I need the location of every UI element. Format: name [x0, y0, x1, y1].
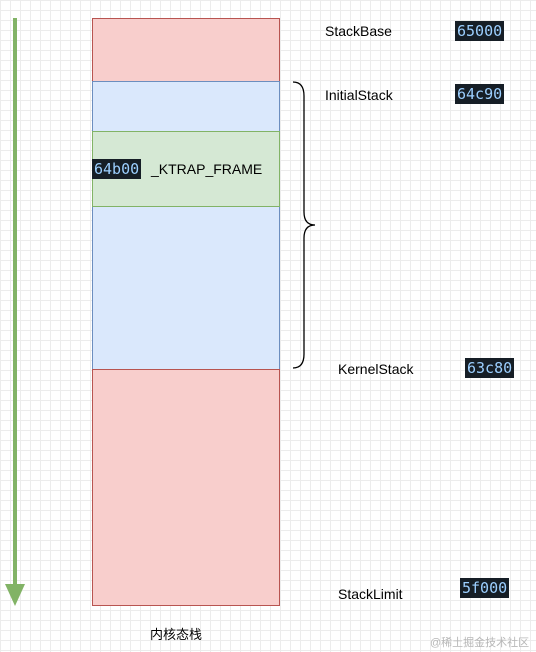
kernel-stack-caption: 内核态栈 — [150, 627, 203, 642]
stack-limit-region — [92, 369, 280, 606]
ktrap-frame-address: 64b00 — [92, 159, 142, 179]
ktrap-frame-label: _KTRAP_FRAME — [151, 161, 263, 177]
arrow-head — [5, 584, 25, 606]
watermark: @稀土掘金技术社区 — [430, 637, 530, 649]
stack-base-value: 65000 — [455, 21, 505, 41]
initial-stack-region — [92, 81, 280, 370]
curly-brace — [292, 81, 316, 369]
stack-base-label: StackBase — [325, 23, 392, 39]
stack-limit-value: 5f000 — [460, 578, 510, 598]
stack-limit-label: StackLimit — [338, 586, 403, 602]
growth-direction-arrow — [5, 18, 25, 606]
stack-base-region — [92, 18, 280, 82]
kernel-stack-label: KernelStack — [338, 361, 414, 377]
initial-stack-label: InitialStack — [325, 87, 393, 103]
kernel-stack-value: 63c80 — [465, 358, 515, 378]
initial-stack-value: 64c90 — [455, 84, 505, 104]
